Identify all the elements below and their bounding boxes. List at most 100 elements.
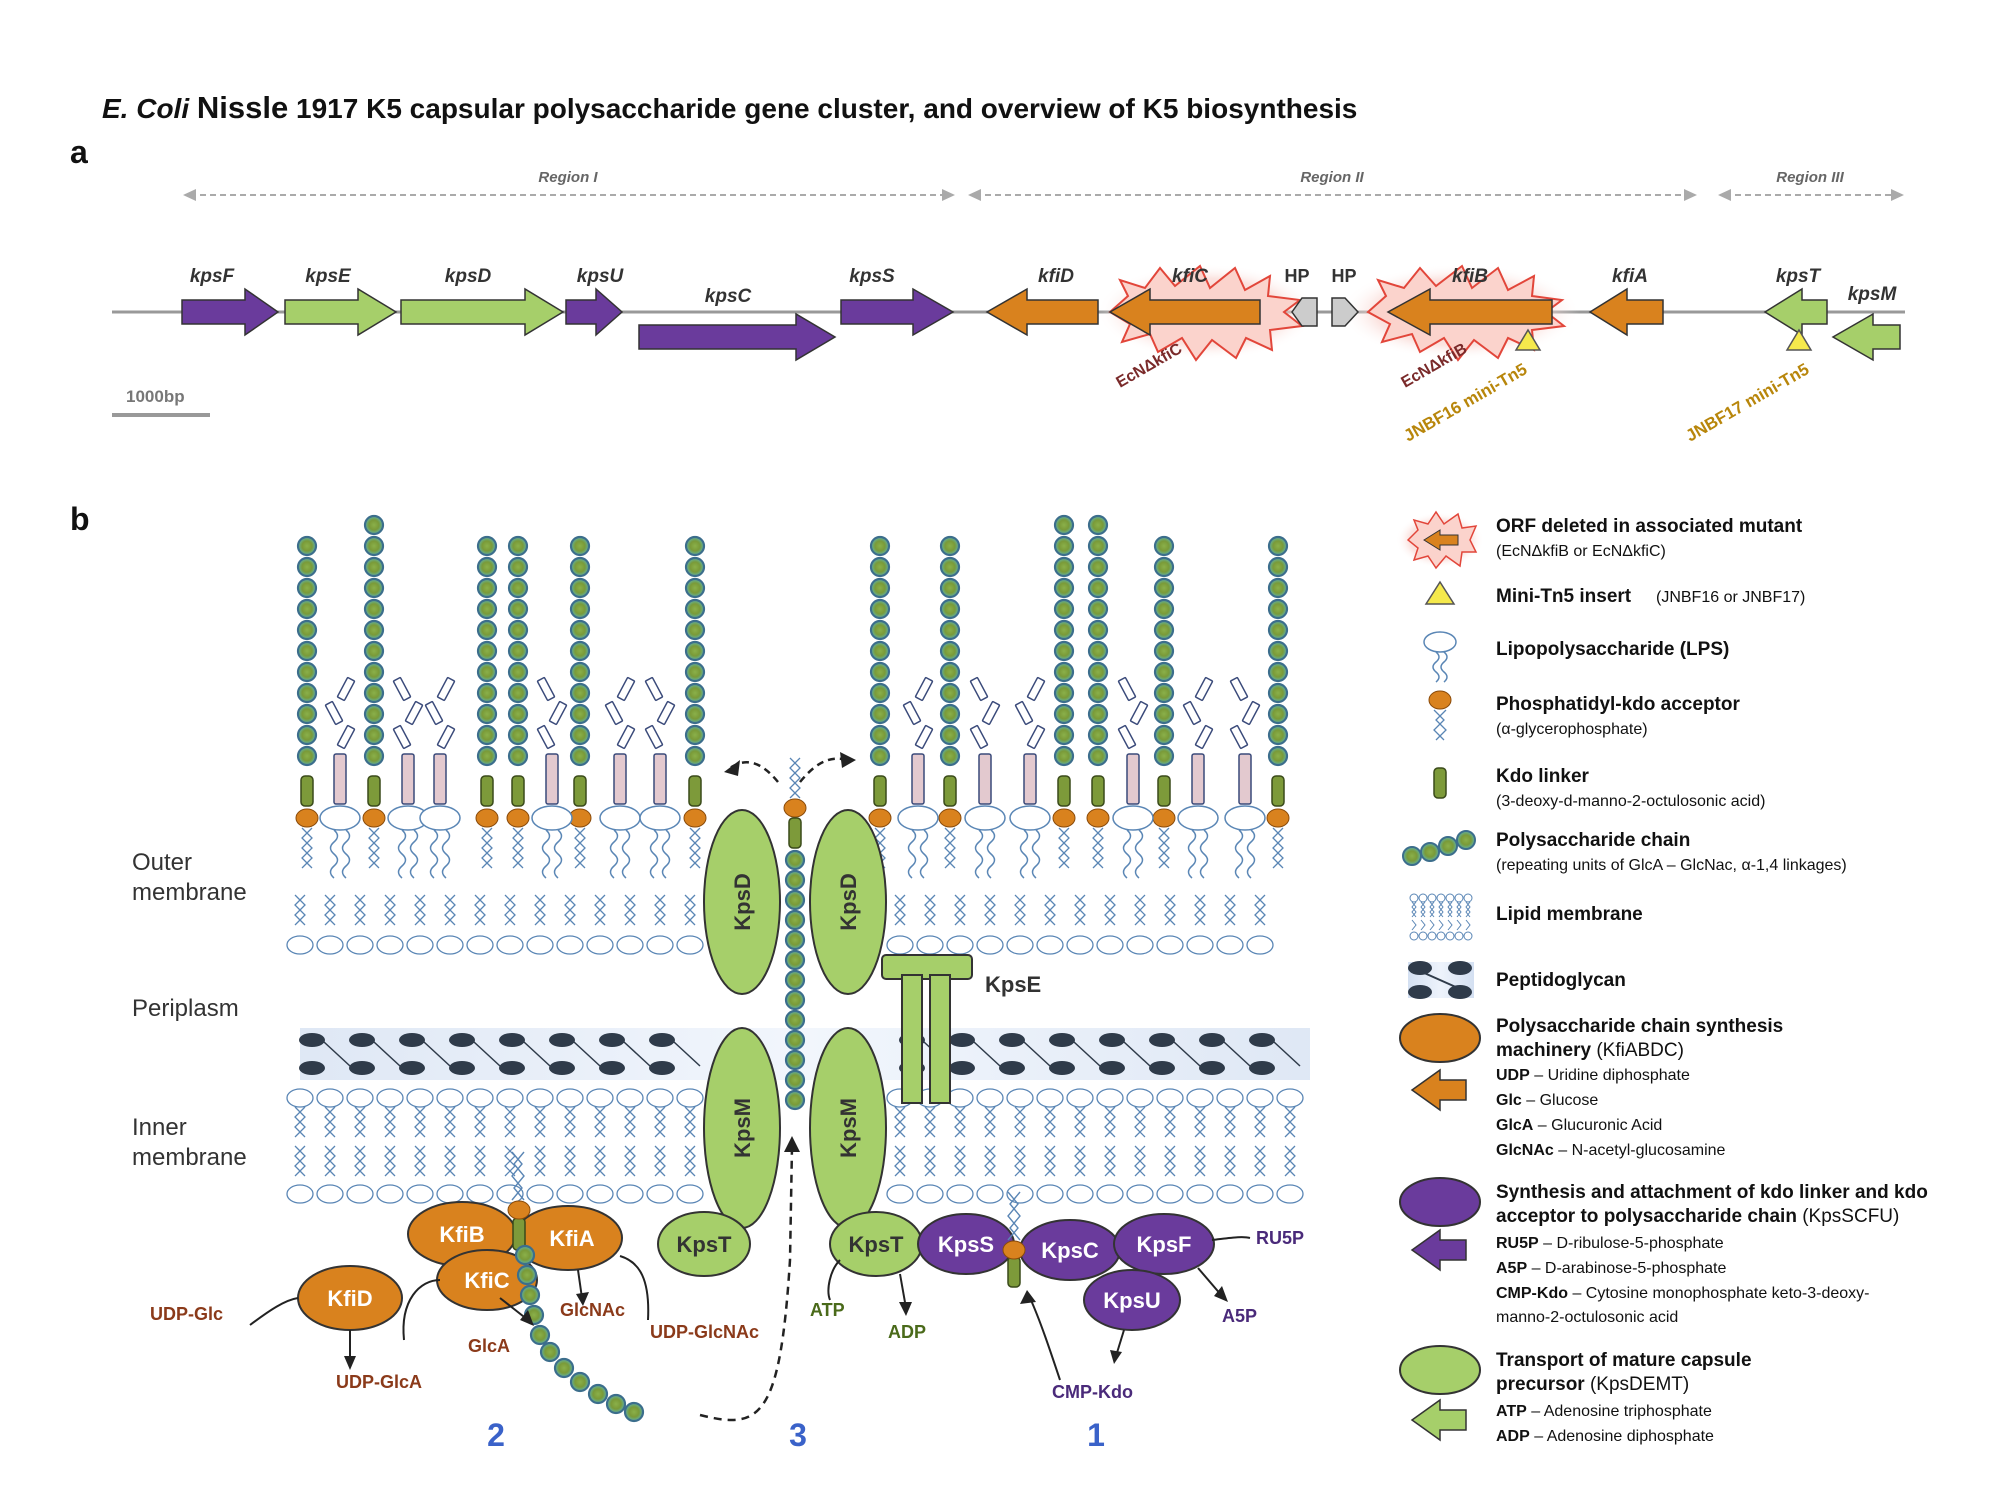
gene-kpst [1763, 287, 1828, 337]
lps [897, 677, 939, 879]
acceptor-tail [944, 827, 956, 869]
kpss-label: KpsS [938, 1232, 994, 1257]
kpst-left-label: KpsT [677, 1232, 733, 1257]
transit-beads [784, 849, 806, 1111]
legend-g3-t0: – Adenosine triphosphate [1531, 1403, 1712, 1420]
svg-text:ADP – Adenosine diphosphate: ADP – Adenosine diphosphate [1496, 1428, 1714, 1445]
met-cmp-kdo: CMP-Kdo [1052, 1382, 1133, 1402]
svg-text:acceptor to polysaccharide cha: acceptor to polysaccharide chain (KpsSCF… [1496, 1206, 1899, 1227]
lps [531, 677, 573, 879]
legend-group-1-title: Polysaccharide chain synthesis [1496, 1016, 1783, 1037]
legend-group-2-tag: (KpsSCFU) [1802, 1206, 1899, 1227]
legend-sub-5: (3-deoxy-d-manno-2-octulosonic acid) [1496, 793, 1765, 810]
gene-label-kpsm: kpsM [1848, 284, 1898, 305]
met-adp: ADP [888, 1322, 926, 1342]
legend-sub-4: (α-glycerophosphate) [1496, 721, 1648, 738]
gene-kpsc [638, 312, 837, 362]
lps [1112, 677, 1154, 879]
gene-label-kpst: kpsT [1776, 266, 1822, 287]
nascent-beads [514, 1244, 645, 1423]
peptidoglycan-strand [1099, 1061, 1125, 1075]
legend-group-1-title2: machinery [1496, 1040, 1591, 1061]
svg-text:ATP – Adenosine triphosphate: ATP – Adenosine triphosphate [1496, 1403, 1712, 1420]
peptidoglycan-strand [299, 1033, 325, 1047]
legend-g2-t0: – D-ribulose-5-phosphate [1543, 1235, 1724, 1252]
peptidoglycan-strand [999, 1061, 1025, 1075]
legend-group-3-title: Transport of mature capsule [1496, 1350, 1752, 1371]
legend-orange-ellipse [1399, 1013, 1481, 1063]
acceptor-tail [574, 827, 586, 869]
kdo-linker [873, 775, 887, 807]
gene-label-kpsf: kpsF [190, 266, 236, 287]
gene-label-kfib: kfiB [1452, 266, 1488, 287]
acceptor-head [783, 798, 807, 818]
legend-group-2-title2: acceptor to polysaccharide chain [1496, 1206, 1797, 1227]
tn5-insert-jnbf17 [1785, 328, 1813, 351]
peptidoglycan-strand [399, 1061, 425, 1075]
lps [387, 677, 429, 879]
met-atp: ATP [810, 1300, 845, 1320]
svg-text:precursor (KpsDEMT): precursor (KpsDEMT) [1496, 1374, 1689, 1395]
gene-hp-1 [1291, 297, 1318, 327]
gene-kfic [1108, 287, 1261, 337]
legend-g1-t2: – Glucuronic Acid [1538, 1117, 1663, 1134]
legend-group-3-title2: precursor [1496, 1374, 1585, 1395]
polysaccharide-chain [569, 535, 591, 767]
mutant-label-jnbf17: JNBF17 mini-Tn5 [1683, 360, 1813, 446]
met-ru5p: RU5P [1256, 1228, 1304, 1248]
legend-g1-b0: UDP [1496, 1067, 1530, 1084]
legend-orange-arrow [1410, 1068, 1467, 1112]
polysaccharide-chain [476, 535, 498, 767]
kpsd-left-label: KpsD [730, 873, 755, 930]
label-outer-membrane-1: Outer [132, 849, 192, 876]
peptidoglycan-strand [1199, 1061, 1225, 1075]
kfib-label: KfiB [439, 1222, 484, 1247]
met-a5p: A5P [1222, 1306, 1257, 1326]
met-udp-glc: UDP-Glc [150, 1304, 223, 1324]
gene-label-kpsd: kpsD [445, 266, 492, 287]
gene-label-kpss: kpsS [849, 266, 895, 287]
legend-tn5-icon [1424, 580, 1456, 605]
legend-purple-arrow [1410, 1228, 1467, 1272]
peptidoglycan-strand [1249, 1033, 1275, 1047]
peptidoglycan-strand [349, 1061, 375, 1075]
legend-title-4: Phosphatidyl-kdo acceptor [1496, 694, 1740, 715]
acceptor-head [1086, 808, 1110, 828]
peptidoglycan-strand [649, 1061, 675, 1075]
acceptor-tail [368, 827, 380, 869]
figure-title: E. Coli Nissle 1917 K5 capsular polysacc… [102, 90, 1357, 125]
peptidoglycan-strand [1199, 1033, 1225, 1047]
gene-kpse [284, 287, 398, 337]
polysaccharide-chain [1153, 535, 1175, 767]
kdo-linker [1091, 775, 1105, 807]
step-3: 3 [789, 1417, 807, 1453]
peptidoglycan-strand [449, 1033, 475, 1047]
peptidoglycan-strand [599, 1033, 625, 1047]
acceptor-tail [512, 827, 524, 869]
svg-text:machinery (KfiABDC): machinery (KfiABDC) [1496, 1040, 1684, 1061]
polysaccharide-chain [1087, 514, 1109, 767]
acceptor-tail [689, 827, 701, 869]
gene-kfid [985, 287, 1099, 337]
gene-kfia [1588, 287, 1664, 337]
acceptor-tail [301, 827, 313, 869]
legend-g2-t1: – D-arabinose-5-phosphate [1532, 1260, 1727, 1277]
gene-label-kfid: kfiD [1038, 266, 1074, 287]
legend-g2-t2: – Cytosine monophosphate keto-3-deoxy- [1572, 1285, 1869, 1302]
legend-title-2: Mini-Tn5 insert [1496, 586, 1632, 607]
legend-g2-b0: RU5P [1496, 1235, 1539, 1252]
peptidoglycan-strand [549, 1061, 575, 1075]
acceptor-tail [481, 827, 493, 869]
peptidoglycan-strand [999, 1033, 1025, 1047]
legend-title-1: ORF deleted in associated mutant [1496, 516, 1803, 537]
legend-group-2-title: Synthesis and attachment of kdo linker a… [1496, 1182, 1928, 1203]
legend-g2-b2: CMP-Kdo [1496, 1285, 1568, 1302]
kdo-linker [1271, 775, 1285, 807]
acceptor-head [1266, 808, 1290, 828]
kpsu-label: KpsU [1103, 1288, 1160, 1313]
gene-hp-2 [1331, 297, 1360, 327]
step-1: 1 [1087, 1417, 1105, 1453]
gene-label-kpsu: kpsU [577, 266, 625, 287]
acceptor-head [1052, 808, 1076, 828]
